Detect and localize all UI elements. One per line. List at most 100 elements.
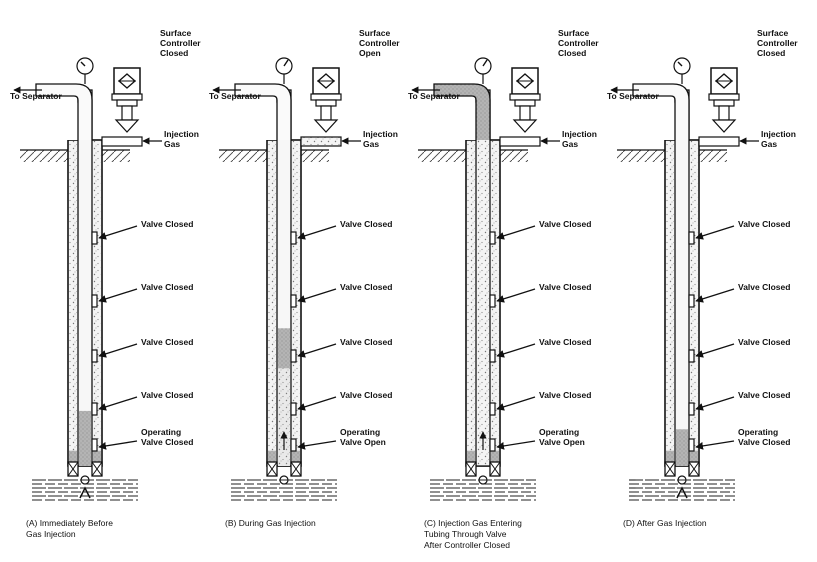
operating-valve-icon [290, 438, 297, 452]
packer-right-x2 [489, 461, 501, 477]
valve-pointer-arrow [297, 396, 337, 411]
tubing-liquid [79, 410, 91, 466]
packer-right-x2 [91, 461, 103, 477]
annulus-liquid-right [690, 450, 698, 466]
operating-valve-label-line: Valve Open [539, 437, 585, 447]
valve-status-label: Valve Closed [539, 337, 591, 347]
gas-lift-valve-icon [489, 402, 496, 416]
surface-controller-label-line: Surface [757, 28, 788, 38]
injection-valve [313, 119, 339, 133]
panel-caption-line: (C) Injection Gas Entering [424, 518, 522, 528]
annulus-liquid-right [491, 450, 499, 466]
surface-controller-label-line: Surface [160, 28, 191, 38]
valve-status-label: Valve Closed [141, 337, 193, 347]
surface-controller-label-line: Controller [359, 38, 400, 48]
operating-valve-icon [91, 438, 98, 452]
panel-caption-line: After Controller Closed [424, 540, 510, 550]
injection-gas-label-line: Injection [164, 129, 199, 139]
tubing [674, 89, 690, 467]
gas-lift-valve-icon [91, 349, 98, 363]
valve-pointer-arrow [695, 343, 735, 358]
packer-left-x2 [465, 461, 477, 477]
valve-pointer-arrow [496, 343, 536, 358]
gas-lift-valve-icon [489, 349, 496, 363]
panel-caption: (D) After Gas Injection [623, 518, 707, 528]
gas-lift-valve-icon [489, 294, 496, 308]
valve-status-label: Valve Closed [738, 219, 790, 229]
annulus-liquid-left [268, 450, 276, 466]
valve-status-label: Valve Closed [141, 390, 193, 400]
controller-stem [519, 105, 531, 121]
valve-pointer-arrow [695, 288, 735, 303]
gauge-needle [482, 59, 488, 67]
valve-pointer-arrow [496, 288, 536, 303]
operating-valve-label-line: Operating [738, 427, 778, 437]
panel-caption-line: (A) Immediately Before [26, 518, 113, 528]
flowline-mask [233, 96, 277, 140]
operating-valve-label-line: Valve Closed [738, 437, 790, 447]
annulus-left [666, 141, 674, 465]
operating-valve-label-line: Operating [141, 427, 181, 437]
annulus-liquid-left [69, 450, 77, 466]
gas-lift-valve-icon [290, 294, 297, 308]
operating-valve-icon [688, 438, 695, 452]
packer-left-x2 [664, 461, 676, 477]
tubing-liquid [676, 429, 688, 466]
packer-left-x2 [67, 461, 79, 477]
injection-gas-line [499, 136, 541, 147]
valve-pointer-arrow [297, 343, 337, 358]
injection-valve [114, 119, 140, 133]
inflow-arrow [676, 486, 688, 499]
tubing-gas-slug [477, 91, 489, 465]
valve-status-label: Valve Closed [141, 282, 193, 292]
flowline-mask [631, 96, 675, 140]
gas-lift-valve-icon [290, 402, 297, 416]
controller-flange-2 [713, 99, 735, 107]
injection-gas-line [101, 136, 143, 147]
operating-valve-icon [489, 438, 496, 452]
to-separator-label: To Separator [10, 91, 62, 101]
valve-pointer-arrow [496, 225, 536, 240]
valve-status-label: Valve Closed [340, 219, 392, 229]
inflow-arrow [79, 486, 91, 499]
surface-controller-label-line: Surface [359, 28, 390, 38]
valve-status-label: Valve Closed [738, 390, 790, 400]
surface-controller-label-line: Controller [160, 38, 201, 48]
surface-controller-label-line: Surface [558, 28, 589, 38]
valve-status-label: Valve Closed [738, 337, 790, 347]
panel-caption-line: (B) During Gas Injection [225, 518, 316, 528]
valve-status-label: Valve Closed [340, 390, 392, 400]
valve-status-label: Valve Closed [340, 282, 392, 292]
packer-right-x2 [688, 461, 700, 477]
valve-pointer-arrow [297, 288, 337, 303]
valve-status-label: Valve Closed [738, 282, 790, 292]
annulus-liquid-right [292, 450, 300, 466]
gauge-needle [80, 61, 86, 67]
annulus-liquid-left [467, 450, 475, 466]
injection-gas-label-line: Gas [363, 139, 379, 149]
injection-valve [512, 119, 538, 133]
tubing-gas-bubbles [278, 368, 290, 466]
injection-valve [711, 119, 737, 133]
controller-flange [310, 93, 342, 101]
operating-valve-label-line: Operating [340, 427, 380, 437]
operating-valve-arrow [496, 440, 536, 450]
controller-flange [708, 93, 740, 101]
injection-gas-label-line: Gas [164, 139, 180, 149]
valve-status-label: Valve Closed [340, 337, 392, 347]
valve-pointer-arrow [98, 343, 138, 358]
gas-lift-valve-icon [91, 402, 98, 416]
